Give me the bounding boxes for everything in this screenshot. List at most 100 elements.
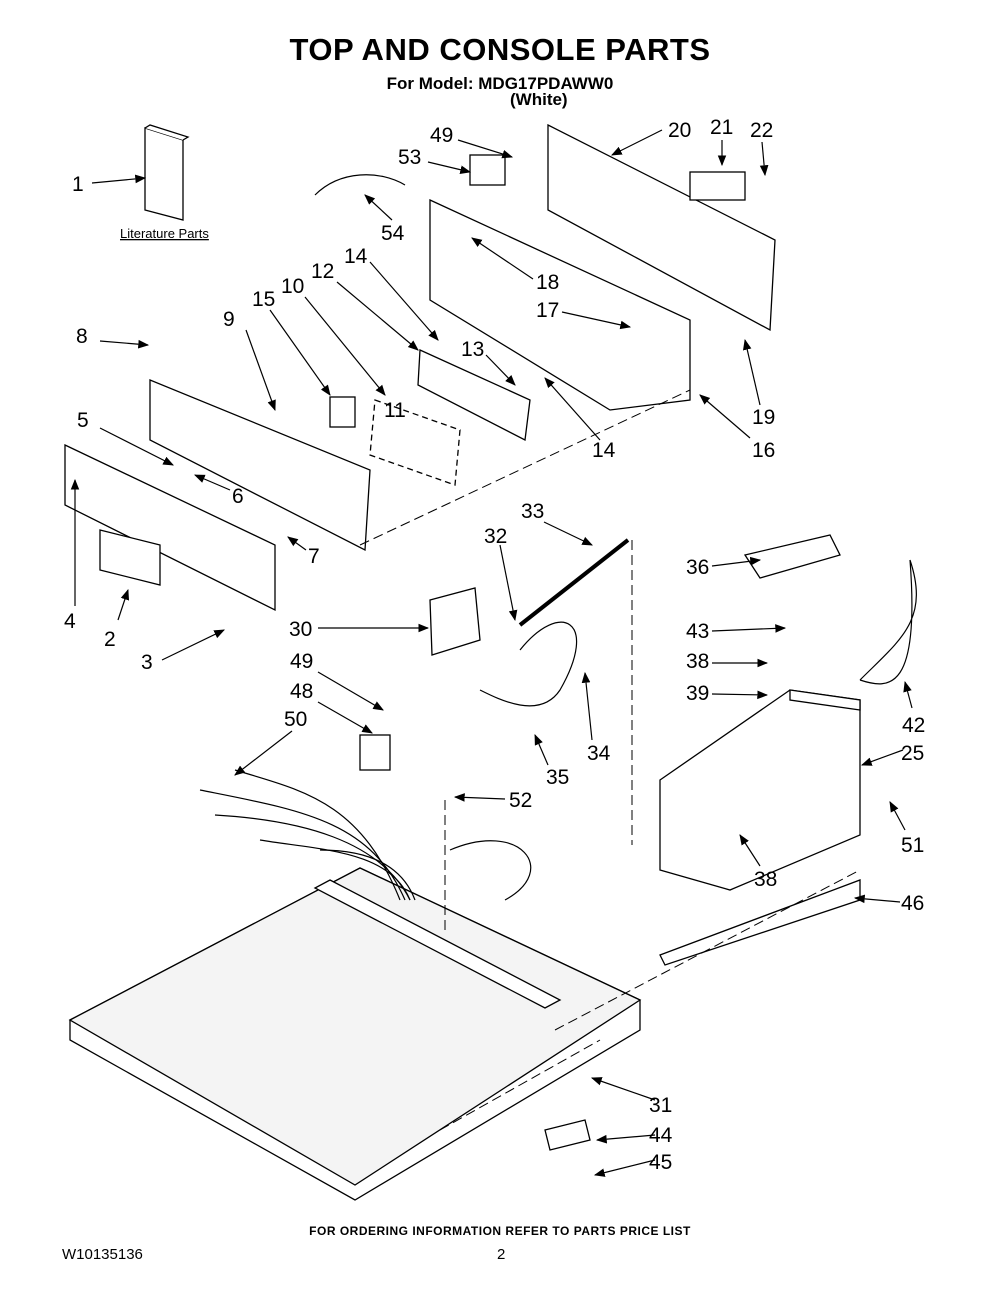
callout-36: 36 bbox=[686, 556, 709, 579]
callout-48: 48 bbox=[290, 680, 313, 703]
callout-22: 22 bbox=[750, 119, 773, 142]
page-number: 2 bbox=[497, 1246, 506, 1263]
literature-parts-label: Literature Parts bbox=[120, 226, 209, 241]
callout-arrow-34 bbox=[581, 671, 593, 741]
callout-arrow-33 bbox=[543, 521, 593, 546]
callout-arrow-43 bbox=[711, 624, 787, 633]
callout-arrow-25 bbox=[860, 749, 904, 766]
callout-30: 30 bbox=[289, 618, 312, 641]
callout-7: 7 bbox=[308, 545, 320, 568]
callout-15: 15 bbox=[252, 288, 275, 311]
callout-arrow-49 bbox=[317, 671, 384, 711]
wire-harnesses bbox=[199, 174, 917, 901]
callout-arrow-35 bbox=[534, 734, 549, 766]
callout-49: 49 bbox=[430, 124, 453, 147]
callout-35: 35 bbox=[546, 766, 569, 789]
callout-6: 6 bbox=[232, 485, 244, 508]
document-number: W10135136 bbox=[62, 1246, 143, 1263]
model-color: (White) bbox=[510, 90, 568, 109]
callout-1: 1 bbox=[72, 173, 84, 196]
callout-18: 18 bbox=[536, 271, 559, 294]
cover bbox=[743, 534, 841, 579]
transformer bbox=[359, 734, 391, 771]
callout-arrow-46 bbox=[853, 894, 901, 904]
callout-arrow-31 bbox=[590, 1077, 656, 1101]
model-number: For Model: MDG17PDAWW0 bbox=[386, 74, 614, 93]
rear-frame bbox=[547, 123, 776, 332]
callout-arrow-20 bbox=[611, 129, 663, 156]
callout-arrow-7 bbox=[287, 536, 307, 551]
callout-31: 31 bbox=[649, 1094, 672, 1117]
bracket-small bbox=[689, 171, 746, 201]
callout-32: 32 bbox=[484, 525, 507, 548]
callout-42: 42 bbox=[902, 714, 925, 737]
callout-arrow-8 bbox=[99, 339, 150, 349]
callout-arrow-44 bbox=[595, 1134, 656, 1144]
console-housing bbox=[429, 198, 691, 411]
ordering-note: FOR ORDERING INFORMATION REFER TO PARTS … bbox=[309, 1224, 691, 1238]
callout-51: 51 bbox=[901, 834, 924, 857]
callout-49: 49 bbox=[290, 650, 313, 673]
console-front bbox=[149, 379, 371, 552]
callout-33: 33 bbox=[521, 500, 544, 523]
callout-arrow-16 bbox=[699, 394, 751, 439]
callout-arrow-22 bbox=[759, 141, 769, 177]
relay bbox=[469, 154, 506, 186]
callout-9: 9 bbox=[223, 308, 235, 331]
callout-53: 53 bbox=[398, 146, 421, 169]
callout-3: 3 bbox=[141, 651, 153, 674]
callout-10: 10 bbox=[281, 275, 304, 298]
callout-arrow-6 bbox=[194, 474, 231, 491]
callout-arrow-10 bbox=[304, 296, 386, 396]
callout-arrow-15 bbox=[269, 309, 331, 396]
callout-arrow-14 bbox=[369, 261, 439, 341]
callout-arrow-18 bbox=[471, 237, 534, 280]
callout-arrow-48 bbox=[317, 701, 373, 734]
callout-12: 12 bbox=[311, 260, 334, 283]
callout-44: 44 bbox=[649, 1124, 673, 1147]
callout-14: 14 bbox=[344, 245, 368, 268]
callout-arrow-52 bbox=[453, 793, 506, 802]
callout-arrow-17 bbox=[561, 311, 632, 330]
part-drawings bbox=[64, 123, 861, 1201]
callout-arrow-2 bbox=[117, 588, 130, 621]
callout-39: 39 bbox=[686, 682, 709, 705]
callout-arrow-12 bbox=[336, 281, 419, 351]
callout-4: 4 bbox=[64, 610, 76, 633]
callout-14: 14 bbox=[592, 439, 616, 462]
callout-2: 2 bbox=[104, 628, 116, 651]
assembly-lines bbox=[359, 389, 861, 1131]
callout-arrow-45 bbox=[593, 1159, 656, 1177]
callout-arrow-39 bbox=[711, 690, 769, 700]
callout-50: 50 bbox=[284, 708, 307, 731]
callout-arrow-14 bbox=[544, 377, 601, 441]
callout-arrow-32 bbox=[499, 544, 518, 622]
burner-housing bbox=[659, 689, 861, 891]
callout-34: 34 bbox=[587, 742, 611, 765]
callout-arrow-54 bbox=[364, 194, 393, 221]
callout-46: 46 bbox=[901, 892, 924, 915]
callout-20: 20 bbox=[668, 119, 691, 142]
callout-52: 52 bbox=[509, 789, 532, 812]
callout-21: 21 bbox=[710, 116, 733, 139]
callout-arrow-53 bbox=[427, 161, 472, 174]
callout-25: 25 bbox=[901, 742, 924, 765]
callout-arrow-42 bbox=[903, 680, 913, 709]
callout-17: 17 bbox=[536, 299, 559, 322]
callout-38: 38 bbox=[754, 868, 777, 891]
page-title: TOP AND CONSOLE PARTS bbox=[289, 32, 711, 67]
callout-arrow-9 bbox=[245, 329, 276, 412]
callout-13: 13 bbox=[461, 338, 484, 361]
callout-arrow-49 bbox=[457, 139, 514, 159]
callout-8: 8 bbox=[76, 325, 88, 348]
callout-16: 16 bbox=[752, 439, 775, 462]
control-knob-bezel bbox=[99, 529, 161, 586]
callout-54: 54 bbox=[381, 222, 405, 245]
callout-43: 43 bbox=[686, 620, 709, 643]
callout-38: 38 bbox=[686, 650, 709, 673]
callout-arrow-19 bbox=[742, 338, 761, 406]
callout-arrow-50 bbox=[234, 730, 293, 776]
callout-5: 5 bbox=[77, 409, 89, 432]
control-board bbox=[417, 349, 531, 442]
